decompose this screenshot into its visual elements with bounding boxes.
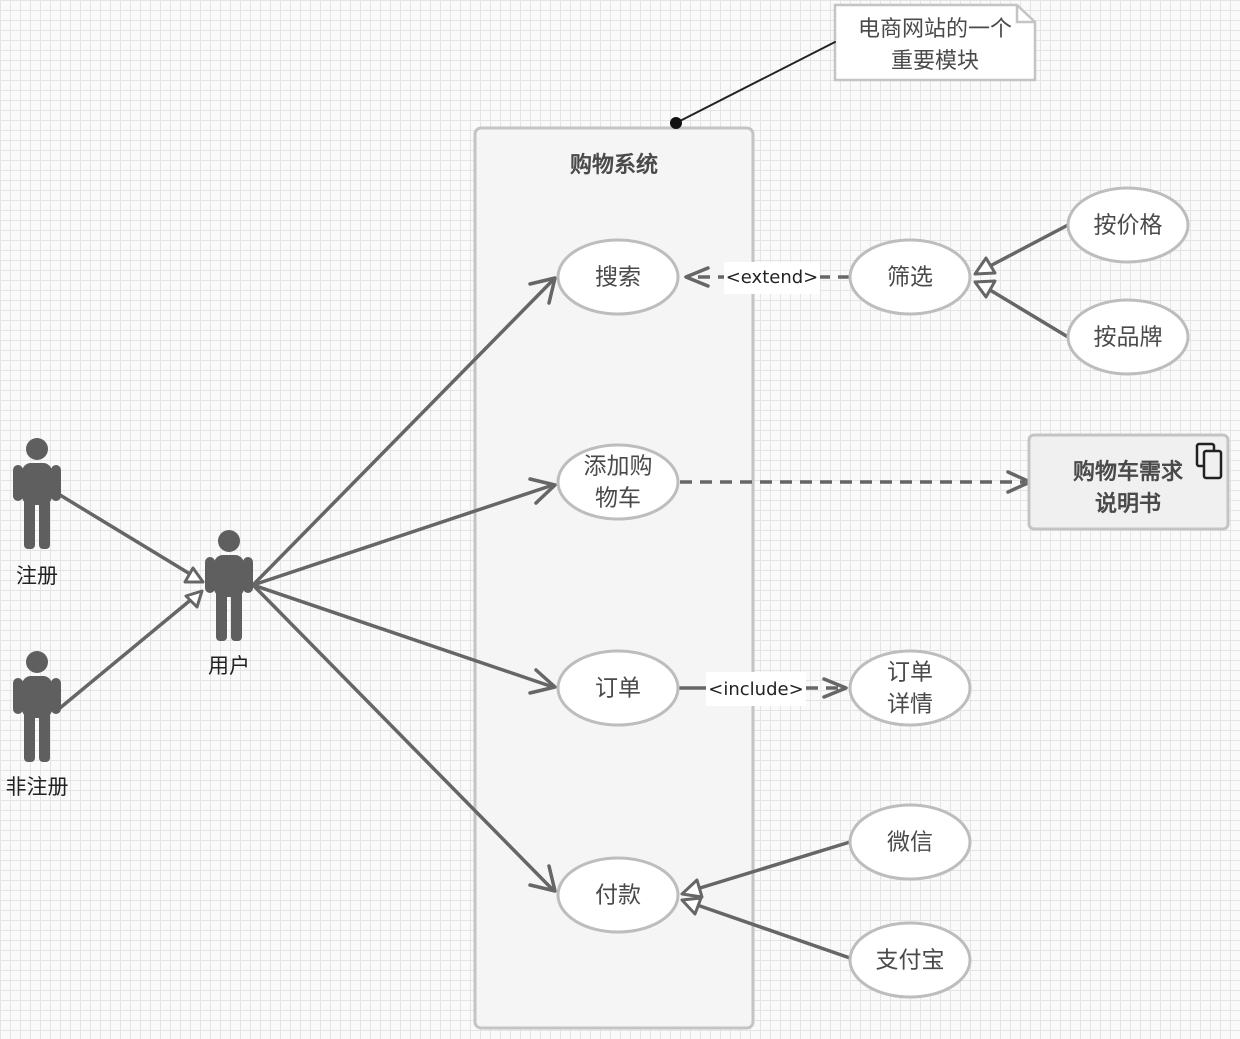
use-case-label: 筛选: [887, 265, 933, 291]
use-case-add-cart[interactable]: 添加购 物车: [556, 443, 680, 521]
requirements-document[interactable]: 购物车需求 说明书: [1027, 433, 1230, 531]
arrow-head: [528, 864, 557, 893]
price-filter-line: [988, 223, 1070, 268]
use-case-pay[interactable]: 付款: [556, 856, 680, 934]
system-title: 购物系统: [570, 152, 658, 178]
use-case-search[interactable]: 搜索: [556, 238, 680, 316]
user-search-line: [251, 278, 555, 587]
copy-icon: [1195, 442, 1223, 480]
arrow-head: [528, 276, 557, 305]
use-case-alipay[interactable]: 支付宝: [848, 921, 972, 999]
use-case-label: 详情: [887, 692, 933, 718]
actor-unregistered-label: 非注册: [6, 775, 69, 799]
extend-label-bg: [724, 262, 820, 294]
note-line-1: 电商网站的一个: [858, 17, 1012, 42]
use-case-label: 付款: [595, 883, 641, 909]
arrow-head: [822, 677, 848, 699]
actor-user-label: 用户: [208, 654, 250, 678]
use-case-label: 按品牌: [1094, 325, 1163, 351]
actor-user-icon[interactable]: [205, 530, 253, 641]
use-case-order-detail[interactable]: 订单 详情: [848, 649, 972, 727]
arrow-head: [684, 266, 710, 288]
note-connector: [675, 41, 836, 124]
document-line-1: 购物车需求: [1073, 459, 1183, 485]
use-case-label: 订单: [887, 660, 933, 686]
actor-registered-label: 注册: [16, 564, 58, 588]
alipay-pay-line: [698, 904, 852, 960]
actor-registered-icon[interactable]: [13, 438, 61, 549]
use-case-order[interactable]: 订单: [556, 649, 680, 727]
use-case-filter[interactable]: 筛选: [848, 238, 972, 316]
use-case-label: 按价格: [1094, 213, 1163, 239]
use-case-label: 物车: [595, 486, 641, 512]
actor-unregistered-icon[interactable]: [13, 651, 61, 762]
use-case-wechat[interactable]: 微信: [848, 803, 972, 881]
use-case-label: 搜索: [595, 265, 641, 291]
generalization-arrow: [183, 566, 205, 584]
use-case-label: 支付宝: [876, 948, 945, 974]
use-case-by-brand[interactable]: 按品牌: [1066, 298, 1190, 376]
arrow-head: [528, 477, 557, 505]
wechat-pay-line: [698, 840, 852, 890]
user-order-line: [251, 583, 555, 689]
extend-label: <extend>: [726, 267, 819, 288]
generalization-arrow: [680, 878, 704, 899]
arrow-head: [528, 668, 557, 695]
registered-to-user-line: [58, 493, 197, 579]
use-case-by-price[interactable]: 按价格: [1066, 186, 1190, 264]
generalization-arrow: [973, 279, 997, 299]
note-line-2: 重要模块: [891, 49, 979, 74]
use-case-label: 订单: [595, 676, 641, 702]
user-addcart-line: [251, 483, 555, 587]
unregistered-to-user-line: [58, 596, 195, 710]
generalization-arrow: [680, 896, 703, 916]
note-anchor-dot: [670, 117, 682, 129]
include-label: <include>: [708, 679, 803, 700]
user-pay-line: [251, 583, 555, 892]
document-line-2: 说明书: [1095, 491, 1161, 517]
generalization-arrow: [973, 256, 997, 276]
note: 电商网站的一个 重要模块: [833, 3, 1037, 82]
use-case-label: 微信: [887, 830, 933, 856]
system-boundary: [473, 126, 755, 1030]
brand-filter-line: [988, 288, 1070, 339]
include-label-bg: [706, 672, 806, 706]
generalization-arrow: [184, 589, 204, 609]
use-case-label: 添加购: [584, 454, 653, 480]
